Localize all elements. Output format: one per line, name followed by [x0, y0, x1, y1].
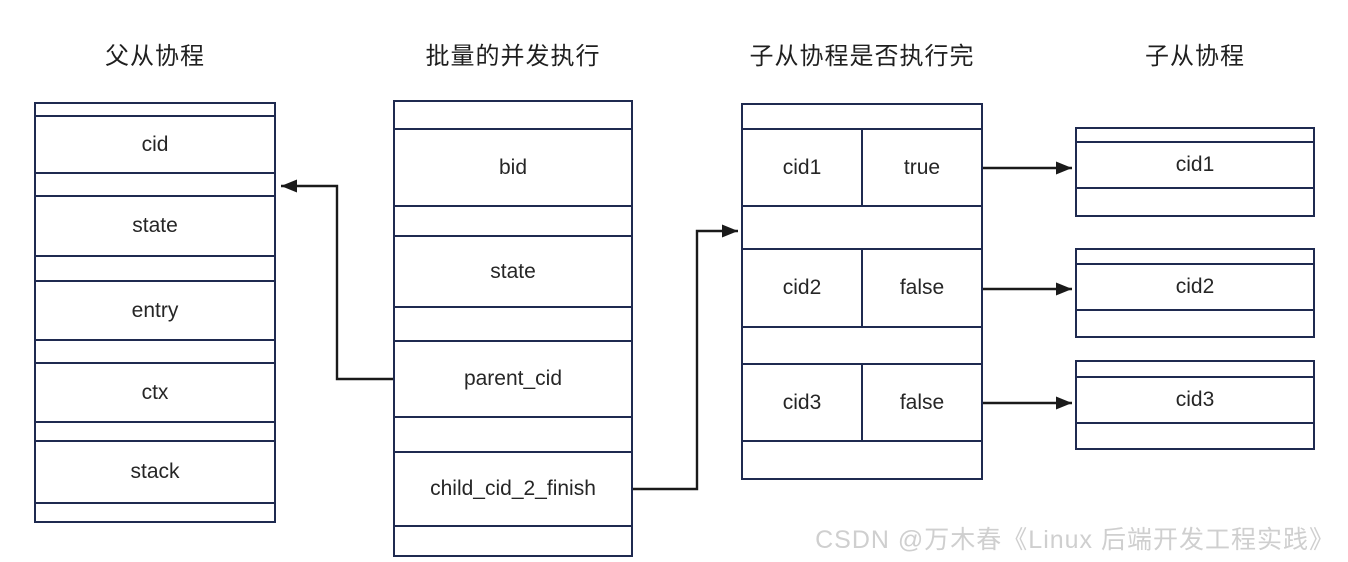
cid-label: cid1: [782, 155, 822, 179]
finished-label: false: [899, 276, 945, 299]
field-row-state: state: [395, 237, 631, 308]
parent-coroutine-title: 父从协程: [105, 43, 205, 70]
finished-label: true: [903, 155, 941, 179]
field-row-bid: bid: [395, 130, 631, 207]
cid-label: cid3: [1175, 388, 1215, 411]
spacer-row: [395, 527, 631, 555]
field-label: bid: [498, 155, 528, 179]
field-label: child_cid_2_finish: [430, 477, 596, 500]
finished-label: false: [899, 390, 945, 414]
spacer-row: [395, 102, 631, 130]
spacer-row: [36, 174, 274, 197]
finish-row-cid3: cid3 false: [743, 365, 981, 442]
field-label: cid: [141, 132, 169, 156]
child-label-row: cid3: [1077, 378, 1313, 424]
field-row-ctx: ctx: [36, 364, 274, 423]
csdn-watermark: CSDN @万木春《Linux 后端开发工程实践》: [815, 526, 1335, 554]
child-finish-title: 子从协程是否执行完: [749, 43, 975, 70]
spacer-row: [36, 423, 274, 442]
field-label: stack: [130, 460, 180, 483]
child-box-cid2: cid2: [1075, 248, 1315, 338]
field-row-parent-cid: parent_cid: [395, 342, 631, 418]
spacer-row: [1077, 424, 1313, 448]
spacer-row: [1077, 129, 1313, 143]
child-label-row: cid2: [1077, 265, 1313, 311]
arrow-parent-cid-to-parent-table: [281, 179, 393, 381]
cid-label: cid2: [1175, 275, 1215, 298]
child-box-cid1: cid1: [1075, 127, 1315, 217]
spacer-row: [1077, 189, 1313, 215]
field-row-stack: stack: [36, 442, 274, 504]
arrow-child-cid-2-finish-to-finish-table: [633, 224, 738, 491]
spacer-row: [743, 207, 981, 250]
spacer-row: [743, 442, 981, 478]
cid-label: cid3: [782, 390, 822, 414]
child-box-cid3: cid3: [1075, 360, 1315, 450]
finish-cid-cell: cid3: [743, 365, 863, 440]
finish-cid-cell: cid2: [743, 250, 863, 326]
finish-value-cell: false: [863, 365, 981, 440]
spacer-row: [36, 257, 274, 282]
finish-value-cell: true: [863, 130, 981, 205]
finish-row-cid1: cid1 true: [743, 130, 981, 207]
child-label-row: cid1: [1077, 143, 1313, 189]
field-label: state: [132, 214, 178, 237]
field-row-state: state: [36, 197, 274, 257]
batch-exec-title: 批量的并发执行: [425, 43, 601, 70]
finish-row-cid2: cid2 false: [743, 250, 981, 328]
spacer-row: [395, 418, 631, 453]
field-label: state: [490, 259, 536, 283]
spacer-row: [395, 207, 631, 237]
spacer-row: [395, 308, 631, 342]
parent-coroutine-table: cid state entry ctx stack: [34, 102, 276, 523]
spacer-row: [1077, 250, 1313, 265]
child-coroutine-title: 子从协程: [1145, 43, 1245, 70]
cid-label: cid1: [1175, 153, 1215, 176]
field-row-cid: cid: [36, 117, 274, 174]
field-row-entry: entry: [36, 282, 274, 341]
spacer-row: [36, 341, 274, 364]
finish-cid-cell: cid1: [743, 130, 863, 205]
spacer-row: [743, 328, 981, 365]
field-label: parent_cid: [463, 367, 563, 390]
spacer-row: [743, 105, 981, 130]
child-finish-table: cid1 true cid2 false cid3 false: [741, 103, 983, 480]
cid-label: cid2: [782, 276, 822, 299]
field-row-child-cid-2-finish: child_cid_2_finish: [395, 453, 631, 527]
finish-value-cell: false: [863, 250, 981, 326]
spacer-row: [36, 104, 274, 117]
field-label: ctx: [141, 380, 169, 404]
spacer-row: [1077, 362, 1313, 378]
batch-exec-table: bid state parent_cid child_cid_2_finish: [393, 100, 633, 557]
field-label: entry: [131, 298, 179, 322]
spacer-row: [1077, 311, 1313, 336]
spacer-row: [36, 504, 274, 521]
